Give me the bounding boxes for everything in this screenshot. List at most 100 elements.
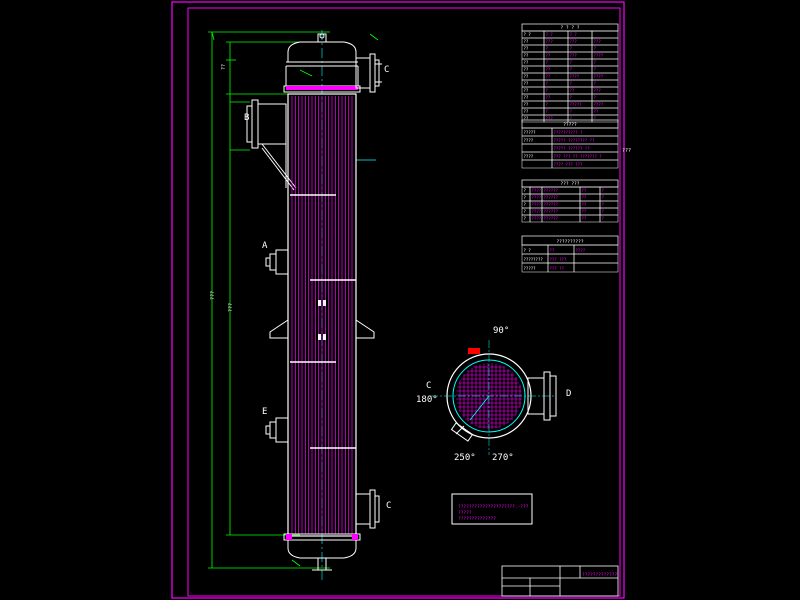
- table-cell: ???: [594, 88, 602, 93]
- table-cell: ???: [546, 116, 554, 121]
- table-cell: ??: [524, 95, 529, 100]
- table-cell: ?: [570, 95, 573, 100]
- table-cell: ??: [524, 102, 529, 107]
- table-cell: ??????: [544, 195, 559, 200]
- nozzle-top-right: [355, 53, 382, 93]
- table-cell: ?: [570, 109, 573, 114]
- table-cell: ???: [570, 39, 578, 44]
- table-cell: ??? ???: [550, 257, 567, 262]
- table-cell: ????: [594, 74, 604, 79]
- table-cell: ????? ?????? ??: [554, 146, 591, 151]
- nozzle-b-label: B: [244, 113, 249, 123]
- table-cell: ????: [524, 154, 534, 159]
- table-cell: ?: [594, 116, 597, 121]
- table-cell: ?: [524, 188, 527, 193]
- table-title: ?????: [563, 122, 577, 128]
- table-cell: ?: [570, 46, 573, 51]
- table-cell: ?????: [524, 130, 537, 135]
- shell-length-dim: ???: [228, 303, 234, 312]
- table-cell: ?????: [570, 102, 583, 107]
- table-cell: ??????: [544, 209, 559, 214]
- note-line-2: ?????: [458, 510, 472, 516]
- table-cell: ??: [524, 81, 529, 86]
- dimension-lines: [208, 31, 330, 569]
- angle-250-label: 250°: [454, 453, 476, 463]
- top-head: [283, 33, 361, 93]
- nozzle-left-upper: [265, 249, 289, 275]
- table-cell: ?: [594, 46, 597, 51]
- table-cell: ?: [594, 60, 597, 65]
- table-cell: ?: [570, 81, 573, 86]
- table-cell: ? ?: [570, 32, 578, 37]
- table-cell-border: [591, 30, 619, 39]
- table-cell: ???: [594, 39, 602, 44]
- top-offset-dim: ??: [221, 64, 227, 70]
- table-title: ??? ???: [561, 181, 580, 187]
- table-cell: ????: [570, 74, 580, 79]
- table-cell: ??: [524, 39, 529, 44]
- outer-frame: [171, 1, 625, 599]
- table-cell: ?: [546, 88, 549, 93]
- design-spec-table: ? ? ? ?? ?? ?? ?????????????????????????…: [521, 23, 619, 123]
- table-cell-border: [599, 214, 619, 223]
- note-line-1: ?????????????????????.-???: [458, 504, 529, 510]
- table-cell: ????????: [524, 257, 544, 262]
- table-cell: ??: [550, 248, 555, 253]
- table-cell: ????: [532, 216, 542, 221]
- section-view: [430, 340, 557, 455]
- table-cell: ??: [524, 88, 529, 93]
- section-c-label: C: [426, 381, 431, 391]
- table-cell: ?: [602, 209, 605, 214]
- table-cell: ??: [582, 209, 587, 214]
- table-cell: ?: [546, 81, 549, 86]
- note-line-3: ??????????????: [458, 516, 496, 522]
- inspection-table: ??????????? ?????????????????? ?????????…: [521, 235, 619, 273]
- table-cell-border: [573, 253, 619, 264]
- table-cell: ??????: [544, 202, 559, 207]
- table-cell: ????: [524, 138, 534, 143]
- nozzle-a-upper-label: A: [262, 241, 268, 251]
- table-cell: ??? ??? ?? ??????? ?: [554, 154, 603, 159]
- bottom-head: [283, 533, 361, 571]
- table-cell: ????: [532, 209, 542, 214]
- support-lugs: [269, 319, 375, 339]
- table-cell: ??: [546, 74, 551, 79]
- table-cell: ??: [546, 95, 551, 100]
- table-cell: ???: [570, 53, 578, 58]
- table-cell: ?: [546, 109, 549, 114]
- shell-body: [287, 93, 357, 537]
- table-cell: ?: [546, 46, 549, 51]
- standards-table: ???????????????????? ?????????? ????????…: [521, 119, 619, 169]
- table-cell: ?: [602, 195, 605, 200]
- table-cell: ??: [546, 53, 551, 58]
- table-cell-border: [591, 114, 619, 123]
- table-title: ??????????: [556, 239, 583, 245]
- table-cell-border: [521, 143, 553, 153]
- angle-270-label: 270°: [492, 453, 514, 463]
- inner-frame: [187, 7, 621, 597]
- table-cell: ????: [576, 248, 586, 253]
- tube-bundle: [291, 96, 353, 534]
- table-cell: ??: [546, 67, 551, 72]
- angle-180-label: 180°: [416, 395, 438, 405]
- table-cell: ??: [594, 109, 599, 114]
- baffles: [290, 194, 356, 449]
- table-cell: ?: [602, 202, 605, 207]
- table-cell: ??: [524, 53, 529, 58]
- table-cell: ?: [570, 67, 573, 72]
- table-cell: ??: [524, 46, 529, 51]
- nozzle-c-bottom-label: C: [386, 501, 391, 511]
- angle-90-label: 90°: [493, 326, 509, 336]
- table-cell: ????: [594, 53, 604, 58]
- table-cell: ??: [524, 116, 529, 121]
- table-cell: ??????: [544, 188, 559, 193]
- nozzle-bottom-right: [355, 489, 380, 529]
- table-cell: ?: [602, 188, 605, 193]
- bottom-head-fill: [286, 534, 358, 540]
- table-cell: ????: [532, 188, 542, 193]
- table-cell: ?: [524, 202, 527, 207]
- nozzle-schedule-table: ??? ????????????????????????????????????…: [521, 179, 619, 223]
- table-cell: ? ?: [524, 248, 532, 253]
- table-cell: ?: [594, 81, 597, 86]
- table-cell: ?: [594, 67, 597, 72]
